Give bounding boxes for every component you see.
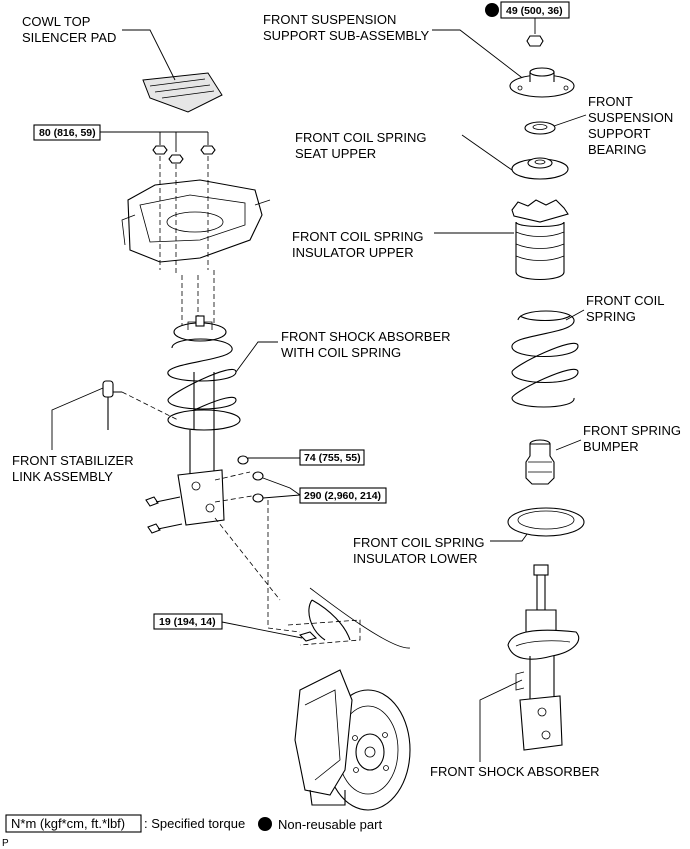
label-coil-insulator-upper: FRONT COIL SPRING INSULATOR UPPER bbox=[292, 229, 427, 260]
support-nut bbox=[526, 35, 544, 47]
cowl-top-silencer-pad bbox=[142, 72, 223, 113]
label-coil-insulator-lower: FRONT COIL SPRING INSULATOR LOWER bbox=[353, 535, 488, 566]
shock-with-coil-spring bbox=[167, 315, 241, 526]
front-coil-spring bbox=[511, 310, 579, 408]
label-spring-bumper: FRONT SPRING BUMPER bbox=[583, 423, 685, 454]
cowl-nuts bbox=[152, 145, 216, 164]
label-stabilizer-link: FRONT STABILIZER LINK ASSEMBLY bbox=[12, 453, 137, 484]
coil-spring-insulator-lower bbox=[507, 507, 585, 537]
suspension-support bbox=[509, 67, 575, 98]
corner-mark: P bbox=[2, 838, 9, 849]
coil-spring-insulator-upper bbox=[511, 199, 569, 280]
label-front-coil-spring: FRONT COIL SPRING bbox=[586, 293, 668, 324]
strut-tower-body bbox=[121, 179, 271, 263]
nonreusable-dot-top bbox=[485, 3, 499, 17]
steering-knuckle-brake bbox=[287, 587, 411, 811]
stabilizer-link bbox=[102, 380, 122, 430]
legend-torque-text: : Specified torque bbox=[144, 816, 245, 831]
label-front-shock: FRONT SHOCK ABSORBER bbox=[430, 764, 600, 779]
label-shock-with-spring: FRONT SHOCK ABSORBER WITH COIL SPRING bbox=[281, 329, 454, 360]
front-shock-absorber bbox=[507, 564, 580, 751]
strut-nuts bbox=[237, 455, 264, 503]
front-spring-bumper bbox=[525, 439, 555, 485]
torque-74: 74 (755, 55) bbox=[304, 452, 361, 464]
mounting-bolts bbox=[145, 496, 183, 534]
label-support-bearing: FRONT SUSPENSION SUPPORT BEARING bbox=[588, 94, 677, 157]
label-coil-seat-upper: FRONT COIL SPRING SEAT UPPER bbox=[295, 130, 430, 161]
torque-290: 290 (2,960, 214) bbox=[304, 490, 381, 502]
torque-80: 80 (816, 59) bbox=[39, 127, 96, 139]
legend-torque-box bbox=[5, 814, 142, 833]
legend-torque-units: N*m (kgf*cm, ft.*lbf) bbox=[11, 816, 125, 831]
legend-nonreusable-dot bbox=[258, 817, 272, 831]
legend-nonreusable-text: Non-reusable part bbox=[278, 817, 382, 832]
coil-spring-seat-upper bbox=[511, 157, 569, 180]
label-cowl-top: COWL TOP SILENCER PAD bbox=[22, 14, 116, 45]
label-front-susp-support: FRONT SUSPENSION SUPPORT SUB-ASSEMBLY bbox=[263, 12, 429, 43]
torque-49: 49 (500, 36) bbox=[506, 5, 563, 17]
support-bearing bbox=[524, 121, 556, 135]
torque-19: 19 (194, 14) bbox=[159, 616, 216, 628]
